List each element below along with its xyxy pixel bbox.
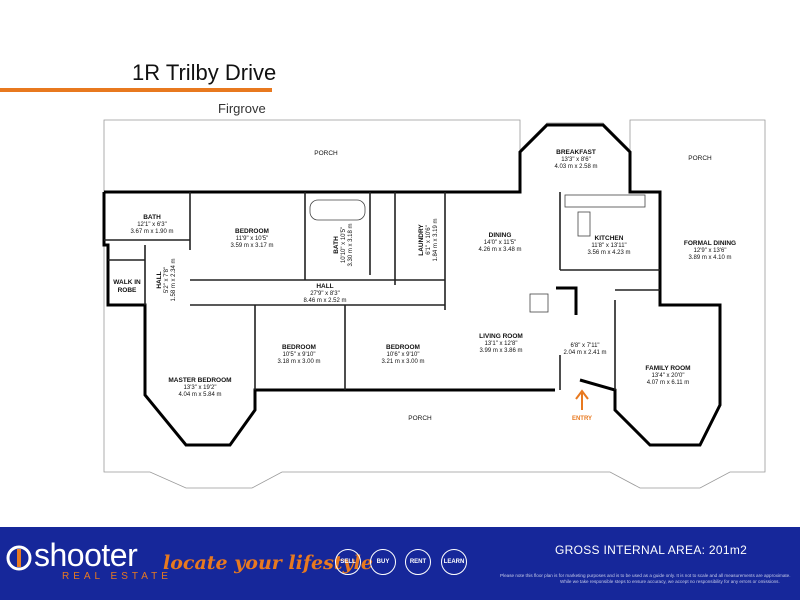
room-dim-imperial: 5'2" x 7'8" bbox=[164, 267, 170, 293]
entry-label: ENTRY bbox=[572, 416, 592, 422]
room-dim-metric: 3.99 m x 3.86 m bbox=[479, 348, 522, 354]
room-name: BEDROOM bbox=[386, 344, 420, 351]
room-dim-metric: 3.18 m x 3.00 m bbox=[277, 359, 320, 365]
room-name: BATH bbox=[333, 236, 340, 254]
page-title: 1R Trilby Drive bbox=[132, 60, 277, 85]
room-dim-metric: 1.84 m x 3.19 m bbox=[433, 218, 439, 261]
room-name: LAUNDRY bbox=[418, 224, 425, 256]
room-dim-metric: 1.58 m x 2.34 m bbox=[171, 258, 177, 301]
room-dim-imperial: 27'9" x 8'3" bbox=[310, 291, 340, 297]
gross-internal-area: GROSS INTERNAL AREA: 201m2 bbox=[555, 543, 748, 557]
room-name: DINING bbox=[489, 232, 512, 239]
room-name: BATH bbox=[143, 214, 161, 221]
sell-button[interactable]: SELL bbox=[335, 549, 361, 575]
learn-button[interactable]: LEARN bbox=[441, 549, 467, 575]
title-underline bbox=[0, 88, 272, 92]
exterior-walls bbox=[102, 123, 722, 447]
room-dim-imperial: 6'8" x 7'11" bbox=[570, 343, 599, 349]
buy-button[interactable]: BUY bbox=[370, 549, 396, 575]
room-dim-imperial: 13'4" x 20'0" bbox=[652, 373, 685, 379]
room-dim-imperial: 12'9" x 13'6" bbox=[694, 248, 727, 254]
room-dim-metric: 8.46 m x 2.52 m bbox=[303, 298, 346, 304]
room-name: HALL bbox=[156, 271, 163, 288]
room-dim-metric: 2.04 m x 2.41 m bbox=[563, 350, 606, 356]
porch-label: PORCH bbox=[408, 415, 432, 422]
room-name: ROBE bbox=[118, 287, 137, 294]
floor-plan: PORCH PORCH PORCH BREAKFAST 13'3" x 8'6"… bbox=[102, 119, 766, 489]
room-name: LIVING ROOM bbox=[479, 333, 523, 340]
room-name: KITCHEN bbox=[595, 235, 624, 242]
room-dim-imperial: 13'3" x 8'6" bbox=[561, 157, 591, 163]
room-name: FAMILY ROOM bbox=[645, 365, 690, 372]
room-dim-imperial: 10'6" x 9'10" bbox=[387, 352, 420, 358]
room-name: BEDROOM bbox=[235, 228, 269, 235]
interior-walls bbox=[104, 192, 660, 390]
bath-tub bbox=[309, 199, 366, 221]
room-name: WALK IN bbox=[113, 279, 141, 286]
room-dim-imperial: 6'1" x 10'6" bbox=[426, 225, 432, 255]
suburb-label: Firgrove bbox=[218, 101, 266, 116]
room-dim-metric: 4.04 m x 5.84 m bbox=[178, 392, 221, 398]
disclaimer-line: Please note this floor plan is for marke… bbox=[500, 573, 791, 578]
room-dim-metric: 3.21 m x 3.00 m bbox=[381, 359, 424, 365]
room-dim-metric: 4.26 m x 3.48 m bbox=[478, 247, 521, 253]
room-dim-metric: 3.56 m x 4.23 m bbox=[587, 250, 630, 256]
room-dim-imperial: 10'10" x 10'5" bbox=[341, 227, 347, 263]
room-dim-imperial: 13'3" x 19'2" bbox=[184, 385, 217, 391]
room-name: BEDROOM bbox=[282, 344, 316, 351]
rent-button[interactable]: RENT bbox=[405, 549, 431, 575]
disclaimer-line: While we take responsible steps to ensur… bbox=[560, 579, 780, 584]
room-name: HALL bbox=[316, 283, 333, 290]
room-name: FORMAL DINING bbox=[684, 240, 736, 247]
porch-label: PORCH bbox=[688, 155, 712, 162]
brand-logo-icon bbox=[6, 545, 32, 571]
room-dim-metric: 4.07 m x 6.11 m bbox=[647, 380, 690, 386]
porch-outline bbox=[103, 119, 766, 489]
room-dim-imperial: 12'1" x 6'3" bbox=[137, 222, 167, 228]
footer-banner bbox=[0, 527, 800, 600]
kitchen-island bbox=[577, 211, 591, 237]
fireplace bbox=[529, 293, 549, 313]
room-name: BREAKFAST bbox=[556, 149, 596, 156]
room-dim-metric: 3.30 m x 3.18 m bbox=[348, 223, 354, 266]
entry-arrowhead-icon bbox=[575, 389, 589, 400]
room-dim-metric: 3.89 m x 4.10 m bbox=[688, 255, 731, 261]
room-dim-imperial: 11'9" x 10'5" bbox=[236, 236, 268, 242]
porch-label: PORCH bbox=[314, 150, 338, 157]
room-name: MASTER BEDROOM bbox=[168, 377, 231, 384]
brand-tagline: locate your lifestyle bbox=[163, 552, 373, 574]
room-dim-metric: 3.59 m x 3.17 m bbox=[230, 243, 273, 249]
room-dim-imperial: 14'0" x 11'5" bbox=[484, 240, 516, 246]
room-dim-imperial: 11'8" x 13'11" bbox=[591, 243, 626, 249]
brand-subtitle: REAL ESTATE bbox=[62, 571, 172, 582]
room-dim-metric: 4.03 m x 2.58 m bbox=[554, 164, 597, 170]
disclaimer: Please note this floor plan is for marke… bbox=[500, 573, 800, 585]
room-dim-imperial: 10'5" x 9'10" bbox=[283, 352, 316, 358]
room-dim-imperial: 13'1" x 12'8" bbox=[485, 341, 518, 347]
entry-marker: ENTRY bbox=[572, 389, 592, 422]
brand-name: shooter bbox=[34, 537, 138, 573]
room-dim-metric: 3.67 m x 1.90 m bbox=[130, 229, 173, 235]
kitchen-bench bbox=[564, 194, 646, 208]
